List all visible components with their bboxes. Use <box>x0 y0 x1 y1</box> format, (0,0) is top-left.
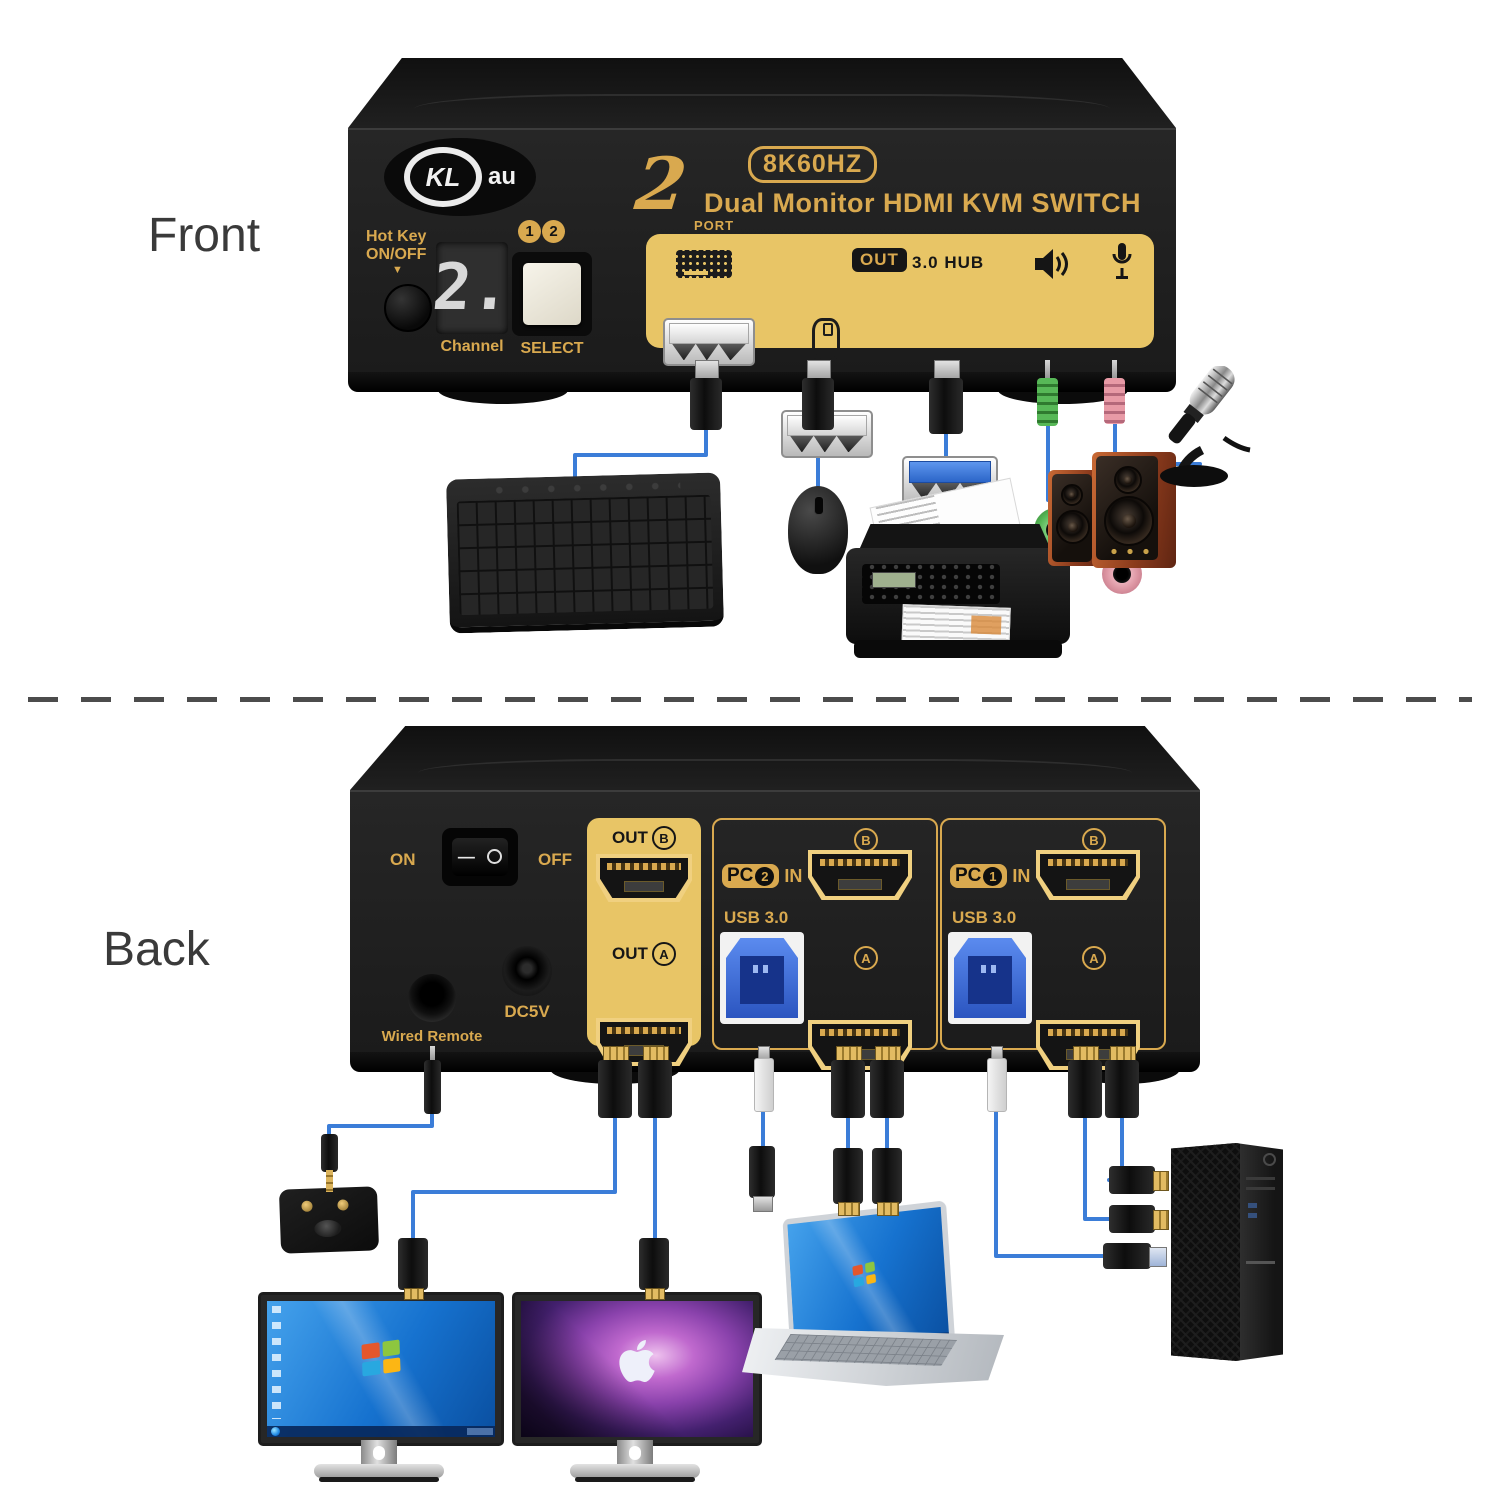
kvm-switch-front-view: KL au 2 PORT 8K60HZ Dual Monitor HDMI KV… <box>348 58 1176 594</box>
tower-side-panel <box>1171 1143 1241 1361</box>
hub-label: 3.0 HUB <box>912 253 985 272</box>
section-divider <box>28 697 1472 702</box>
product-title: Dual Monitor HDMI KVM SWITCH <box>704 188 1141 218</box>
hotkey-button <box>384 284 432 332</box>
pc1-in-word: IN <box>1012 865 1031 886</box>
out-word: OUT <box>612 944 648 963</box>
channel-digit: 2. <box>430 251 514 325</box>
windows-taskbar <box>267 1426 495 1437</box>
pc2-hdmi-b-port <box>808 850 912 900</box>
pc2-badge-text: PC <box>727 865 754 886</box>
remote-cable <box>327 1110 434 1142</box>
monitor-windows <box>258 1292 504 1484</box>
port-word: PORT <box>694 218 735 233</box>
pc1-hdmi-b-port <box>1036 850 1140 900</box>
keyboard <box>446 472 724 634</box>
mouse <box>788 486 848 574</box>
brand-kl: KL <box>425 161 461 192</box>
pc2-port-a-letter: A <box>854 946 878 970</box>
monitor-mac <box>512 1292 762 1484</box>
back-section-label: Back <box>103 923 210 976</box>
resolution-badge: 8K60HZ <box>748 146 878 183</box>
chassis-top <box>348 58 1176 128</box>
desktop-icons <box>272 1306 281 1419</box>
desktop-usb-cable <box>994 1108 1105 1258</box>
brand-c-ring: KL <box>403 147 482 207</box>
port-count-numeral: 2 <box>631 141 691 226</box>
wired-remote-control <box>278 1186 380 1254</box>
select-number-2: 2 <box>542 220 565 243</box>
desktop-tower <box>1171 1143 1283 1361</box>
power-off-label: OFF <box>538 850 572 869</box>
select-label: SELECT <box>520 340 584 357</box>
pc2-badge-number: 2 <box>755 866 775 886</box>
desk-microphone <box>1146 365 1252 488</box>
chassis-bottom <box>348 370 1176 392</box>
select-button <box>512 252 592 336</box>
laptop <box>742 1160 1010 1390</box>
back-faceplate: ON — OFF Wired Remote DC5V OUT B O <box>350 790 1200 1070</box>
apple-logo <box>619 1339 655 1382</box>
front-faceplate: KL au 2 PORT 8K60HZ Dual Monitor HDMI KV… <box>348 128 1176 594</box>
out-a-label: OUT A <box>587 942 701 966</box>
out-badge: OUT <box>852 248 907 272</box>
power-rocker-switch: — <box>442 828 518 886</box>
wired-remote-jack <box>408 974 456 1022</box>
dc-power-label: DC5V <box>504 1002 550 1021</box>
pc1-usb-label: USB 3.0 <box>952 908 1017 927</box>
front-section-label: Front <box>148 209 261 262</box>
microphone-icon <box>1112 243 1132 279</box>
tower-front-panel <box>1240 1143 1283 1361</box>
rocker-on-mark: — <box>457 847 475 867</box>
hotkey-arrow: ▼ <box>392 264 403 276</box>
speakers <box>1048 452 1176 574</box>
mac-desktop-screen <box>521 1301 753 1437</box>
mouse-icon <box>812 318 840 362</box>
windows-desktop-screen <box>267 1301 495 1437</box>
hotkey-label-line1: Hot Key <box>366 228 427 245</box>
out-b-letter: B <box>651 826 676 850</box>
rocker-off-mark <box>487 849 503 865</box>
brand-logo: KL au <box>384 138 536 216</box>
out-b-label: OUT B <box>587 826 701 850</box>
channel-label: Channel <box>440 338 504 355</box>
brand-au: au <box>487 163 516 190</box>
chassis-top <box>350 726 1200 790</box>
keyboard-icon <box>676 250 732 278</box>
pc1-port-a-letter: A <box>1082 946 1106 970</box>
front-ports-panel: OUT 3.0 HUB <box>646 234 1154 594</box>
out-a-letter: A <box>651 942 676 966</box>
dc-power-jack <box>502 946 552 996</box>
kvm-switch-back-view: ON — OFF Wired Remote DC5V OUT B O <box>350 726 1200 1084</box>
power-on-label: ON <box>390 850 416 869</box>
pc2-in-word: IN <box>784 865 803 886</box>
output-section: OUT B OUT A <box>587 818 701 1066</box>
desktop-hdmi-cable-2 <box>1083 1114 1111 1221</box>
printer <box>846 477 1070 664</box>
pc1-badge-number: 1 <box>983 866 1003 886</box>
pc2-port-b-letter: B <box>854 828 878 852</box>
monitor1-hdmi-cable <box>411 1114 617 1244</box>
select-button-key <box>523 263 581 325</box>
windows-logo <box>361 1339 401 1377</box>
pc2-usb-label: USB 3.0 <box>724 908 789 927</box>
keyboard-usb-port <box>663 318 755 366</box>
pc1-port-b-letter: B <box>1082 828 1106 852</box>
hotkey-label-line2: ON/OFF <box>366 246 427 263</box>
select-number-1: 1 <box>518 220 541 243</box>
keyboard-cable <box>573 428 708 497</box>
channel-display: 2. <box>430 242 514 334</box>
pc1-badge-text: PC <box>955 865 982 886</box>
wired-remote-label: Wired Remote <box>381 1028 483 1045</box>
speaker-icon <box>1035 249 1068 279</box>
pc1-usb-b-port <box>948 932 1032 1024</box>
hdmi-out-b-port <box>596 854 692 902</box>
pc2-usb-b-port <box>720 932 804 1024</box>
out-word: OUT <box>612 828 648 847</box>
